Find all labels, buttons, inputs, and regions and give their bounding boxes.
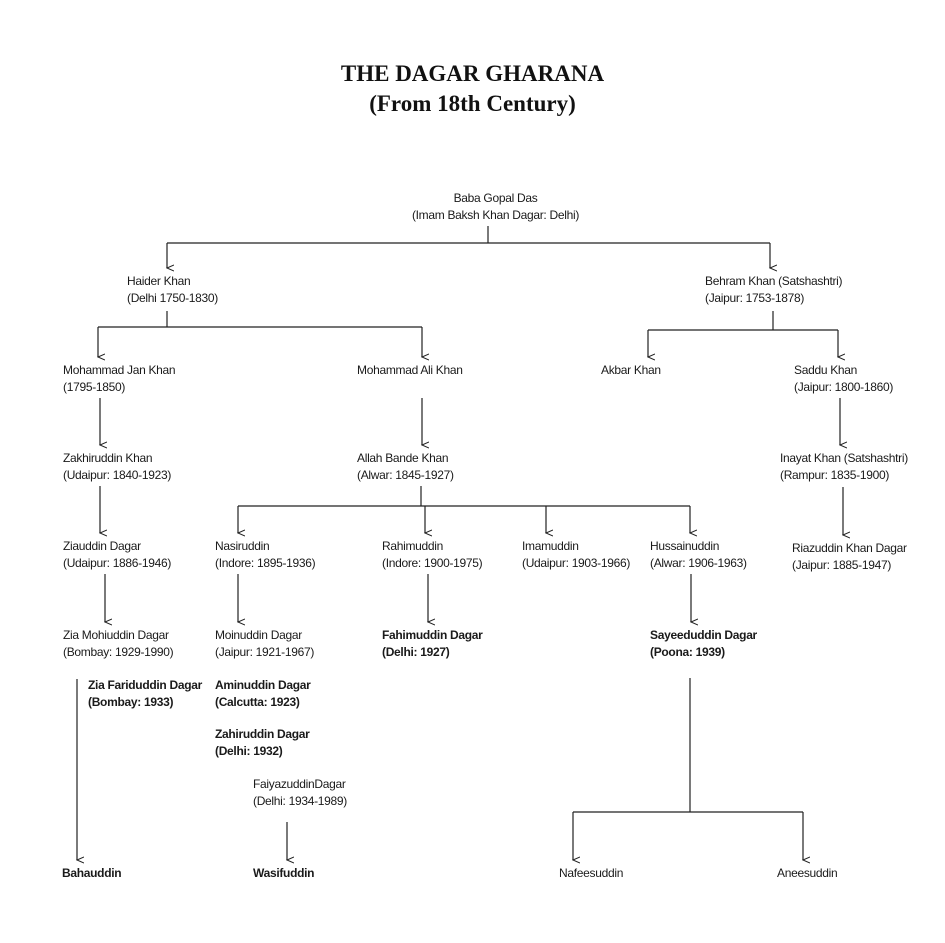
- node-detail: (Udaipur: 1903-1966): [522, 556, 631, 570]
- tree-node-riaz: Riazuddin Khan Dagar (Jaipur: 1885-1947): [792, 540, 907, 574]
- node-detail: (Calcutta: 1923): [215, 695, 300, 709]
- tree-node-imam: Imamuddin (Udaipur: 1903-1966): [522, 538, 630, 572]
- node-name: Zahiruddin Dagar: [215, 727, 310, 741]
- node-name: Wasifuddin: [253, 866, 315, 880]
- node-name: Riazuddin Khan Dagar: [792, 541, 907, 555]
- node-detail: (Delhi: 1927): [382, 645, 450, 659]
- node-name: Mohammad Jan Khan: [63, 363, 176, 377]
- node-name: FaiyazuddinDagar: [253, 777, 346, 791]
- node-detail: (Alwar: 1845-1927): [357, 468, 454, 482]
- node-name: Nafeesuddin: [559, 866, 624, 880]
- node-name: Zia Fariduddin Dagar: [88, 678, 203, 692]
- node-detail: (Delhi 1750-1830): [127, 291, 218, 305]
- tree-node-hussain: Hussainuddin (Alwar: 1906-1963): [650, 538, 747, 572]
- node-name: Allah Bande Khan: [357, 451, 449, 465]
- tree-node-wasif: Wasifuddin: [253, 865, 315, 882]
- node-name: Moinuddin Dagar: [215, 628, 302, 642]
- tree-node-mali: Mohammad Ali Khan: [357, 362, 463, 379]
- tree-node-zakhir: Zakhiruddin Khan (Udaipur: 1840-1923): [63, 450, 171, 484]
- tree-node-anees: Aneesuddin: [777, 865, 838, 882]
- node-name: Zakhiruddin Khan: [63, 451, 153, 465]
- node-name: Imamuddin: [522, 539, 579, 553]
- tree-node-allah: Allah Bande Khan (Alwar: 1845-1927): [357, 450, 454, 484]
- tree-node-saddu: Saddu Khan (Jaipur: 1800-1860): [794, 362, 893, 396]
- node-detail: (Jaipur: 1921-1967): [215, 645, 315, 659]
- node-name: Rahimuddin: [382, 539, 444, 553]
- node-detail: (Jaipur: 1885-1947): [792, 558, 892, 572]
- tree-node-ziamohi: Zia Mohiuddin Dagar (Bombay: 1929-1990): [63, 627, 174, 661]
- node-name: Baba Gopal Das: [453, 191, 538, 205]
- node-detail: (Rampur: 1835-1900): [780, 468, 890, 482]
- tree-node-baba: Baba Gopal Das (Imam Baksh Khan Dagar: De…: [408, 190, 583, 224]
- node-name: Saddu Khan: [794, 363, 858, 377]
- tree-node-ziafarid: Zia Fariduddin Dagar (Bombay: 1933): [88, 677, 202, 711]
- tree-node-mjan: Mohammad Jan Khan (1795-1850): [63, 362, 176, 396]
- tree-node-akbar: Akbar Khan: [601, 362, 661, 379]
- node-detail: (1795-1850): [63, 380, 126, 394]
- node-name: Hussainuddin: [650, 539, 720, 553]
- node-detail: (Bombay: 1933): [88, 695, 174, 709]
- tree-node-inayat: Inayat Khan (Satshashtri) (Rampur: 1835-1…: [780, 450, 908, 484]
- tree-node-fahim: Fahimuddin Dagar (Delhi: 1927): [382, 627, 483, 661]
- tree-node-zahir: Zahiruddin Dagar (Delhi: 1932): [215, 726, 310, 760]
- node-name: Ziauddin Dagar: [63, 539, 141, 553]
- node-detail: (Poona: 1939): [650, 645, 725, 659]
- node-detail: (Imam Baksh Khan Dagar: Delhi): [411, 208, 580, 222]
- page-title: THE DAGAR GHARANA: [340, 61, 605, 86]
- node-name: Akbar Khan: [601, 363, 661, 377]
- node-name: Aminuddin Dagar: [215, 678, 311, 692]
- node-name: Inayat Khan (Satshashtri): [780, 451, 908, 465]
- node-detail: (Indore: 1895-1936): [215, 556, 316, 570]
- node-name: Zia Mohiuddin Dagar: [63, 628, 169, 642]
- tree-node-bahaud: Bahauddin: [62, 865, 122, 882]
- page-subtitle: (From 18th Century): [369, 91, 576, 116]
- node-detail: (Alwar: 1906-1963): [650, 556, 747, 570]
- tree-node-moin: Moinuddin Dagar (Jaipur: 1921-1967): [215, 627, 314, 661]
- tree-node-ziaud: Ziauddin Dagar (Udaipur: 1886-1946): [63, 538, 171, 572]
- node-detail: (Udaipur: 1840-1923): [63, 468, 172, 482]
- node-detail: (Udaipur: 1886-1946): [63, 556, 172, 570]
- node-name: Bahauddin: [62, 866, 122, 880]
- tree-node-faiyaz: FaiyazuddinDagar (Delhi: 1934-1989): [253, 776, 347, 810]
- node-name: Mohammad Ali Khan: [357, 363, 463, 377]
- node-detail: (Jaipur: 1753-1878): [705, 291, 805, 305]
- node-detail: (Delhi: 1932): [215, 744, 283, 758]
- node-name: Haider Khan: [127, 274, 191, 288]
- node-name: Aneesuddin: [777, 866, 838, 880]
- tree-node-nasir: Nasiruddin (Indore: 1895-1936): [215, 538, 316, 572]
- tree-node-rahim: Rahimuddin (Indore: 1900-1975): [382, 538, 483, 572]
- node-name: Sayeeduddin Dagar: [650, 628, 757, 642]
- tree-node-amin: Aminuddin Dagar (Calcutta: 1923): [215, 677, 311, 711]
- node-name: Behram Khan (Satshashtri): [705, 274, 843, 288]
- node-detail: (Delhi: 1934-1989): [253, 794, 347, 808]
- tree-node-haider: Haider Khan (Delhi 1750-1830): [127, 273, 218, 307]
- tree-node-nafees: Nafeesuddin: [559, 865, 623, 882]
- node-detail: (Indore: 1900-1975): [382, 556, 483, 570]
- tree-node-behram: Behram Khan (Satshashtri) (Jaipur: 1753-1…: [705, 273, 843, 307]
- node-detail: (Bombay: 1929-1990): [63, 645, 174, 659]
- node-name: Fahimuddin Dagar: [382, 628, 483, 642]
- node-name: Nasiruddin: [215, 539, 270, 553]
- node-detail: (Jaipur: 1800-1860): [794, 380, 894, 394]
- tree-node-sayeed: Sayeeduddin Dagar (Poona: 1939): [650, 627, 757, 661]
